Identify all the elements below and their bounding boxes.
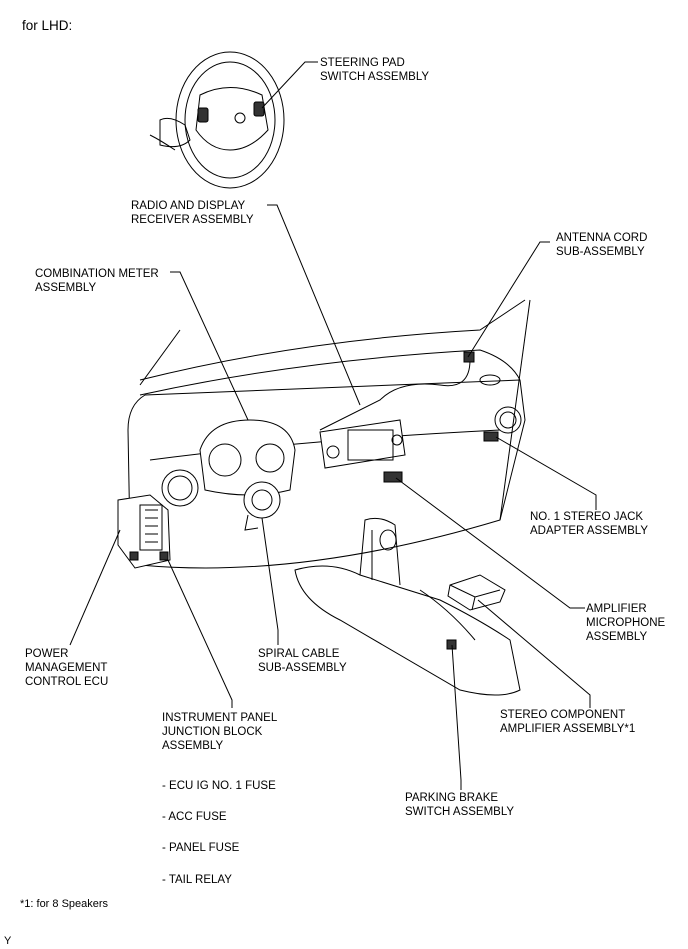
dashboard-illustration xyxy=(127,299,531,696)
footnote: *1: for 8 Speakers xyxy=(20,898,109,910)
fuse-item: - ECU IG NO. 1 FUSE xyxy=(162,780,276,792)
diagram-header: for LHD: xyxy=(22,18,73,33)
antenna-cord-label: ANTENNA CORD SUB-ASSEMBLY xyxy=(556,232,648,258)
combination-meter-illustration xyxy=(199,419,296,496)
combination-meter-label: COMBINATION METER ASSEMBLY xyxy=(35,268,159,294)
instrument-panel-label: INSTRUMENT PANEL JUNCTION BLOCK ASSEMBLY xyxy=(162,712,278,752)
fuse-item: - TAIL RELAY xyxy=(162,874,232,886)
fuse-item: - ACC FUSE xyxy=(162,811,227,823)
leader-lines xyxy=(69,61,597,790)
power-management-label: POWER MANAGEMENT CONTROL ECU xyxy=(25,648,109,688)
steering-wheel-illustration xyxy=(149,51,285,189)
stereo-jack-illustration xyxy=(483,431,499,442)
junction-block-illustration xyxy=(117,494,171,569)
fuse-item: - PANEL FUSE xyxy=(162,842,240,854)
amplifier-microphone-label: AMPLIFIER MICROPHONE ASSEMBLY xyxy=(586,603,666,643)
stereo-component-label: STEREO COMPONENT AMPLIFIER ASSEMBLY*1 xyxy=(500,709,636,735)
parking-brake-illustration xyxy=(446,639,457,650)
parking-brake-label: PARKING BRAKE SWITCH ASSEMBLY xyxy=(405,792,515,818)
radio-receiver-illustration xyxy=(319,419,406,469)
radio-display-label: RADIO AND DISPLAY RECEIVER ASSEMBLY xyxy=(131,200,254,226)
amplifier-microphone-illustration xyxy=(383,471,403,483)
steering-pad-label: STEERING PAD SWITCH ASSEMBLY xyxy=(320,57,430,83)
stereo-amplifier-illustration xyxy=(447,574,506,611)
stereo-jack-label: NO. 1 STEREO JACK ADAPTER ASSEMBLY xyxy=(530,511,649,537)
spiral-cable-label: SPIRAL CABLE SUB-ASSEMBLY xyxy=(258,648,347,674)
spiral-cable-illustration xyxy=(243,481,281,531)
antenna-cord-illustration xyxy=(319,359,471,431)
corner-mark: Y xyxy=(4,935,12,947)
